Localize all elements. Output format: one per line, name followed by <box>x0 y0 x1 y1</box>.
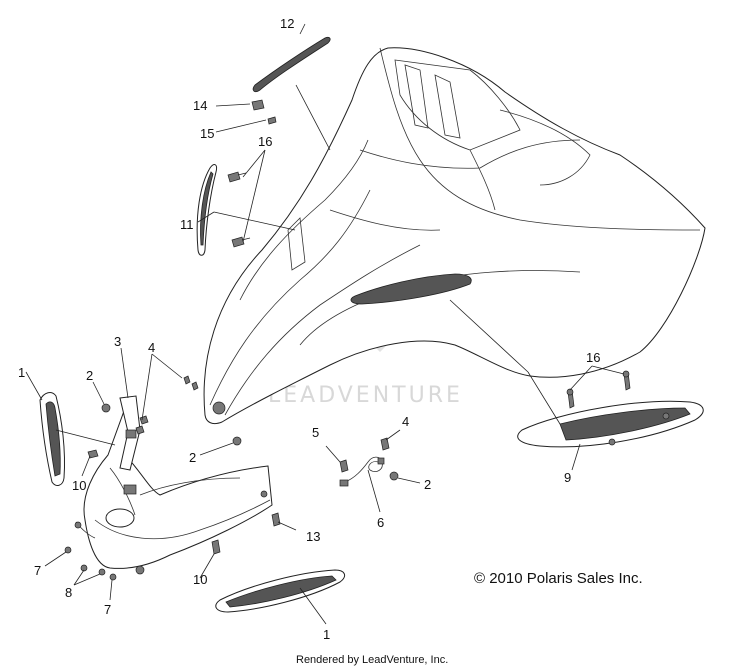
part-2-nut-right <box>389 471 399 481</box>
callout-8: 8 <box>65 585 72 600</box>
lower-bumper-assembly <box>74 395 273 575</box>
hood-side-vent <box>350 273 472 305</box>
callout-11: 11 <box>180 217 194 232</box>
callout-12: 12 <box>280 16 294 31</box>
part-8-fastener-a <box>80 564 88 572</box>
part-7-fastener-b <box>109 573 117 581</box>
part-15-screw <box>267 116 277 125</box>
callout-5: 5 <box>312 425 319 440</box>
callout-2-mid: 2 <box>189 450 196 465</box>
part-4-screw-right <box>380 437 390 451</box>
part-5-screw <box>339 459 349 473</box>
center-hardware <box>64 375 399 581</box>
part-6-harness <box>344 456 383 483</box>
part-1-left-grille <box>39 392 66 486</box>
bumper-frame <box>83 399 273 569</box>
callout-15: 15 <box>200 126 214 141</box>
callout-3: 3 <box>114 334 121 349</box>
hood-body <box>203 47 706 425</box>
part-14-clip <box>251 99 265 111</box>
callout-13: 13 <box>306 529 320 544</box>
part-16-rivets-right <box>566 370 631 409</box>
callout-2-upper: 2 <box>86 368 93 383</box>
callout-10-lower: 10 <box>193 572 207 587</box>
callout-16-upper: 16 <box>258 134 272 149</box>
callout-6: 6 <box>377 515 384 530</box>
copyright-text: © 2010 Polaris Sales Inc. <box>474 570 643 587</box>
watermark-text: LEADVENTURE <box>268 383 463 408</box>
part-11-side-grille <box>196 164 217 256</box>
footer-credit: Rendered by LeadVenture, Inc. <box>296 654 448 666</box>
part-16-rivet-upper <box>227 171 251 248</box>
callout-4-right: 4 <box>402 414 409 429</box>
callout-4-left: 4 <box>148 340 155 355</box>
callout-14: 14 <box>193 98 207 113</box>
part-10-screw-upper <box>87 449 99 459</box>
callout-16-right: 16 <box>586 350 600 365</box>
callout-10-upper: 10 <box>72 478 86 493</box>
callouts: 12 14 15 16 11 3 4 1 2 10 2 7 8 7 10 13 … <box>18 16 600 642</box>
part-10-screw-lower <box>211 539 221 555</box>
hardware-upper <box>227 99 277 248</box>
callout-1-bottom: 1 <box>323 627 330 642</box>
callout-7-b: 7 <box>104 602 111 617</box>
part-13-screw <box>271 512 281 527</box>
part-2-nut-mid <box>232 436 242 446</box>
part-7-fastener-a <box>64 546 72 554</box>
callout-1-left: 1 <box>18 365 25 380</box>
part-12-trim-strip <box>252 36 331 93</box>
callout-2-right: 2 <box>424 477 431 492</box>
leader-lines <box>25 23 625 625</box>
part-2-nut-upper <box>101 403 111 413</box>
callout-7-a: 7 <box>34 563 41 578</box>
part-9-right-grille <box>517 400 704 448</box>
callout-9: 9 <box>564 470 571 485</box>
part-8-fastener-b <box>98 568 106 576</box>
hood-assembly <box>203 47 706 425</box>
part-1-bottom-grille <box>215 569 346 613</box>
